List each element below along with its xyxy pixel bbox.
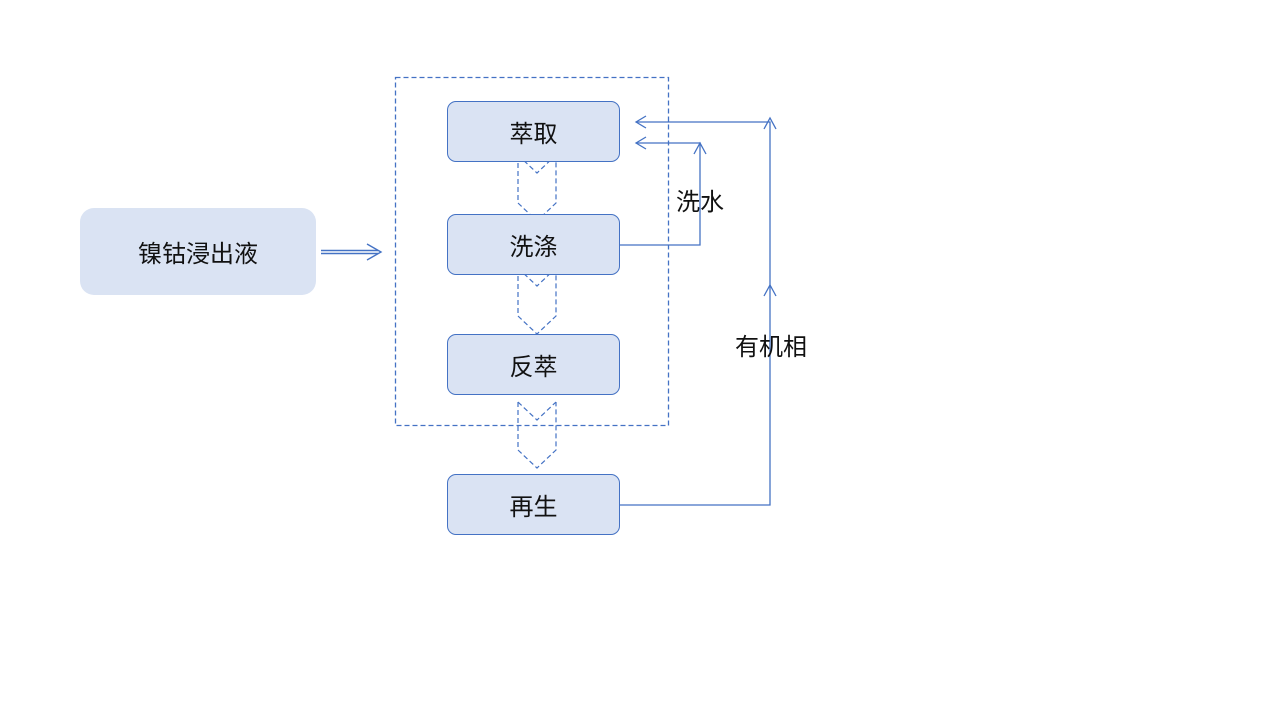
step-stripping-label: 反萃: [509, 353, 558, 381]
source-label: 镍钴浸出液: [138, 240, 258, 268]
wash-water-loop: [620, 136, 707, 246]
step-stripping-box: 反萃: [447, 334, 620, 395]
wash-water-label: 洗水: [676, 188, 724, 216]
step-extraction-label: 萃取: [509, 120, 558, 148]
feed-arrow: [321, 243, 383, 261]
step-regeneration-box: 再生: [447, 474, 620, 535]
process-group-frame: [394, 76, 670, 427]
flow-arrow-extract-to-wash: [517, 154, 557, 222]
flow-arrow-strip-to-regen: [517, 401, 557, 469]
organic-phase-label: 有机相: [735, 333, 807, 361]
flow-arrow-wash-to-strip: [517, 267, 557, 335]
nickel-cobalt-leachate-box: 镍钴浸出液: [80, 208, 316, 295]
step-washing-box: 洗涤: [447, 214, 620, 275]
organic-phase-loop: [620, 115, 777, 506]
step-regeneration-label: 再生: [509, 493, 558, 521]
step-extraction-box: 萃取: [447, 101, 620, 162]
step-washing-label: 洗涤: [509, 233, 558, 261]
